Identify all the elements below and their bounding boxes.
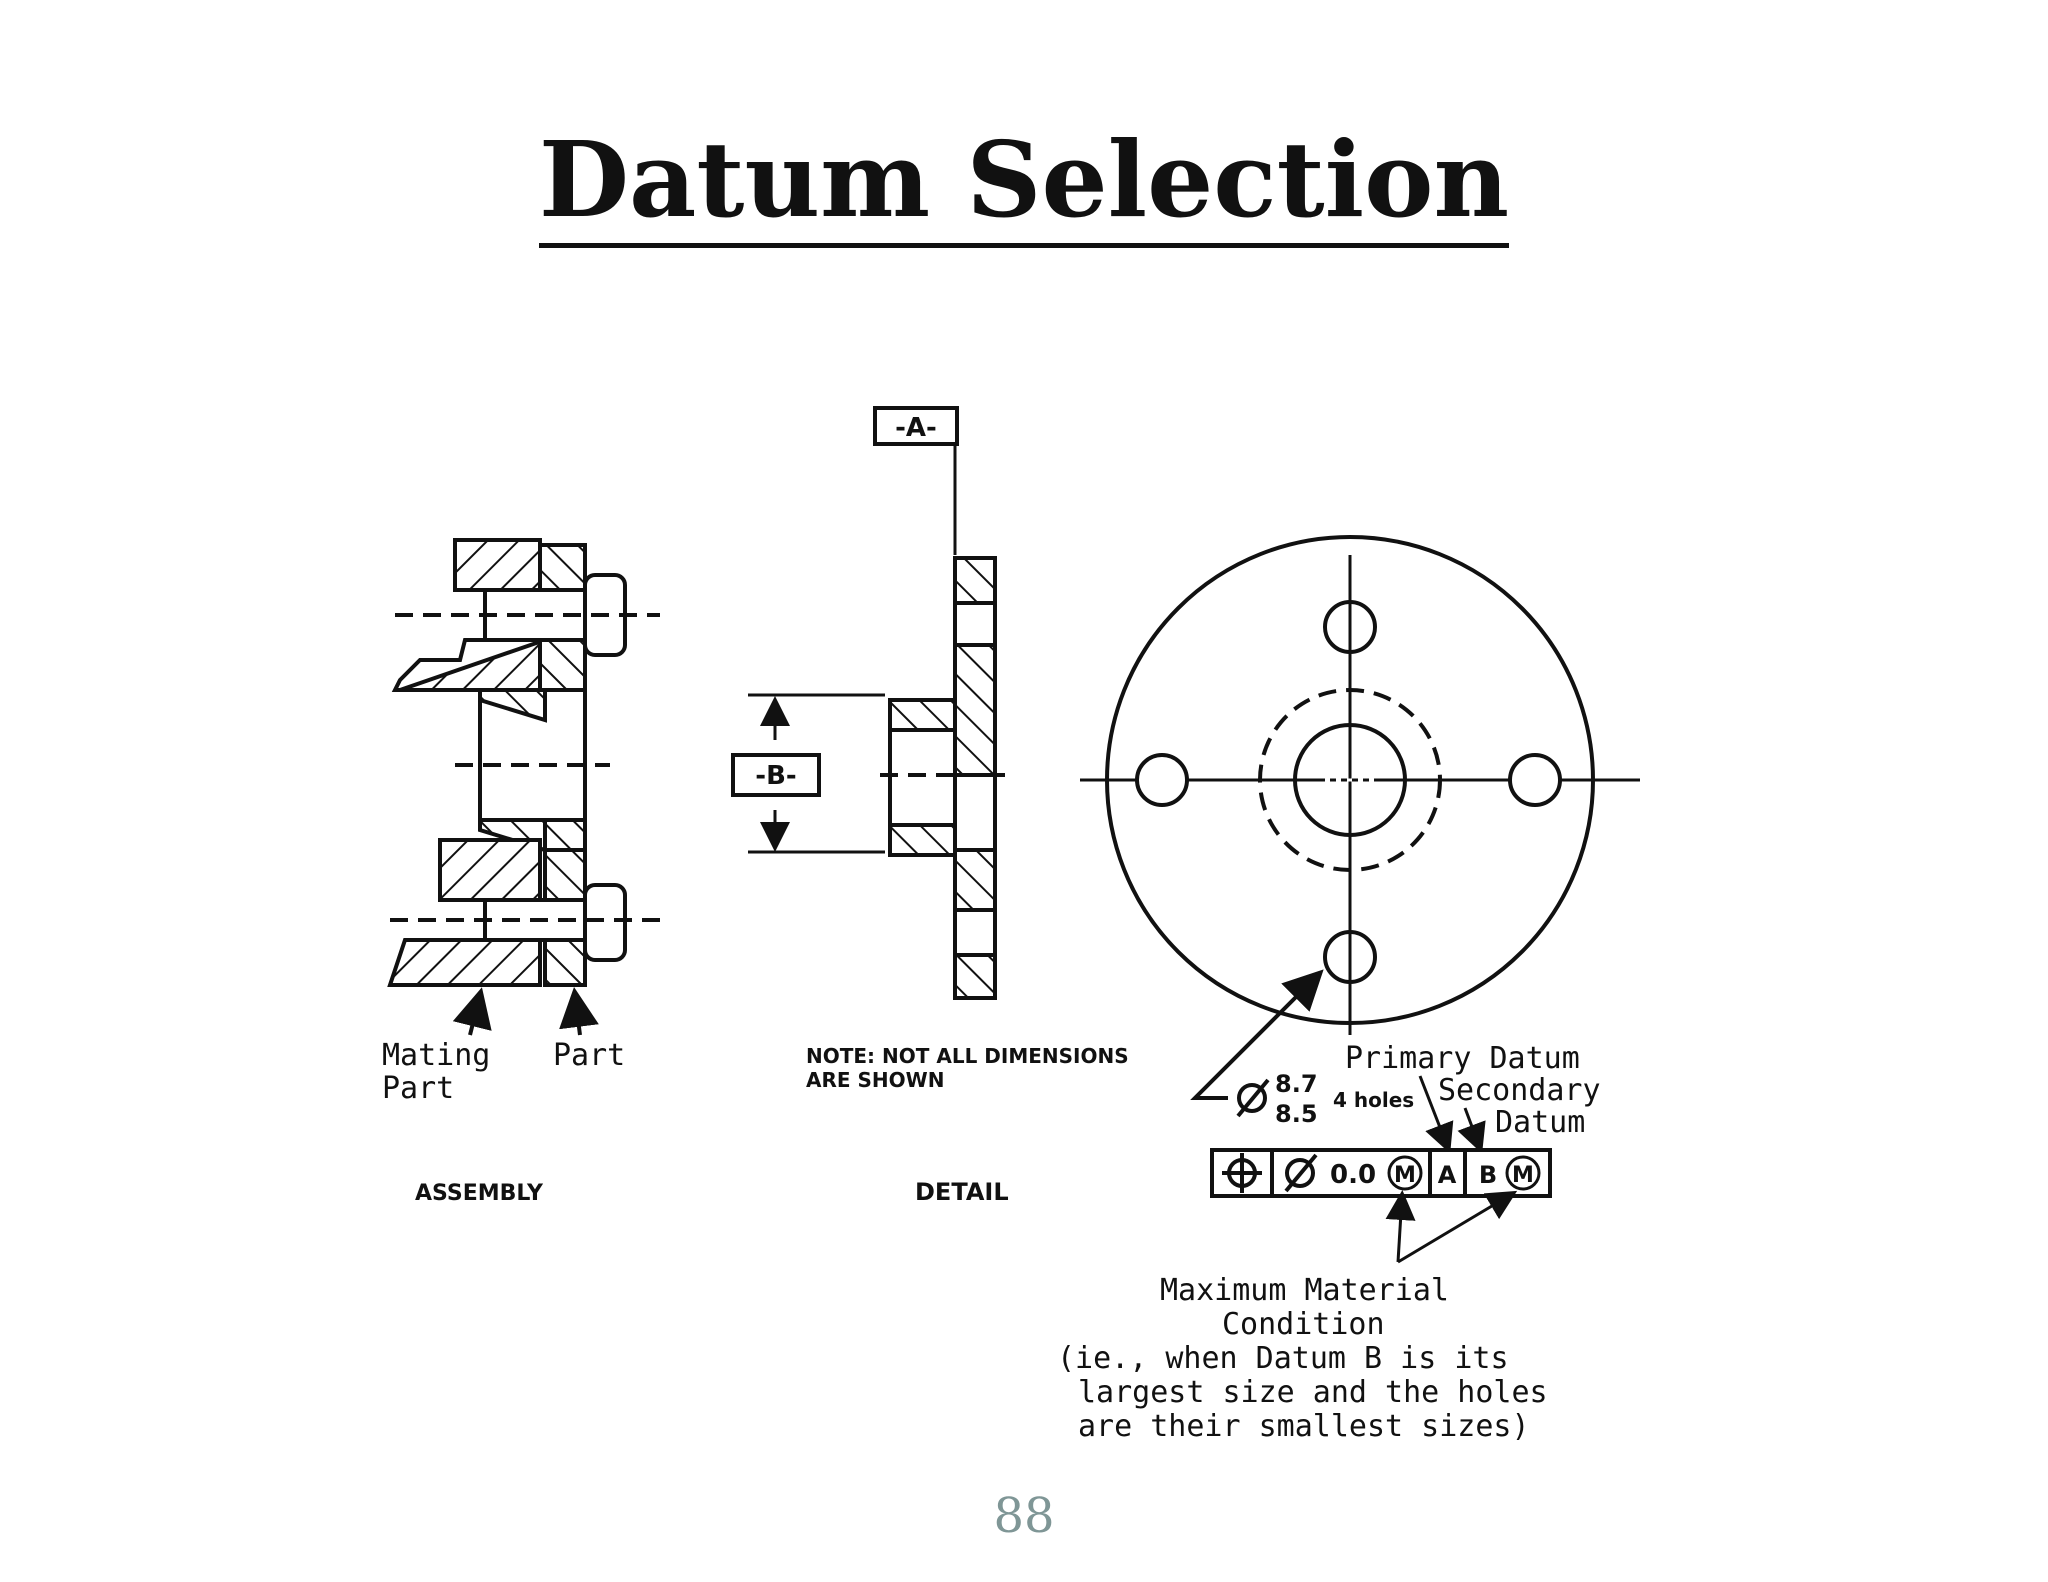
bolt-hole-left [1135,753,1189,807]
hole-count: 4 holes [1333,1088,1414,1112]
mmc-note-1: (ie., when Datum B is its [1057,1341,1509,1376]
mmc-note-3: are their smallest sizes) [1078,1409,1530,1444]
note-label-2: ARE SHOWN [806,1068,944,1092]
mmc-note-2: largest size and the holes [1078,1375,1548,1410]
fcf-datum-a: A [1438,1161,1457,1189]
front-view: 8.7 8.5 4 holes Primary Datum Secondary … [1057,535,1640,1444]
page-number: 88 [993,1488,1055,1544]
flange-plate [953,556,997,1000]
mating-part-label: Mating [382,1038,490,1073]
secondary-datum-label-2: Datum [1495,1105,1585,1140]
datum-b-box [731,753,821,797]
datum-a-box [873,406,959,446]
position-icon [1222,1153,1262,1193]
bolt-hole-right [1508,753,1562,807]
mating-part-lower [438,838,542,902]
part-label: Part [553,1038,625,1073]
tolerance-value: 0.0 [1330,1160,1376,1190]
mmc-label: Maximum Material [1160,1273,1449,1308]
diameter-icon [1236,1078,1270,1118]
mmc-symbol: M [1394,1163,1416,1188]
assembly-view: Mating Part Part ASSEMBLY [382,538,660,1206]
diameter-icon [1284,1153,1318,1193]
feature-control-frame: 0.0 M A B M [1210,1148,1552,1198]
hole-dia-lower: 8.5 [1275,1100,1318,1128]
mating-part-label-2: Part [382,1071,454,1106]
page-title: Datum Selection [0,118,2048,248]
mmc-symbol-2: M [1512,1163,1534,1188]
secondary-datum-label: Secondary [1438,1073,1601,1108]
primary-datum-label: Primary Datum [1345,1041,1580,1076]
datum-a-label: -A- [895,413,937,443]
detail-label: DETAIL [915,1178,1009,1206]
note-label: NOTE: NOT ALL DIMENSIONS [806,1044,1129,1068]
hole-dia-upper: 8.7 [1275,1070,1318,1098]
datum-b-label: -B- [755,761,796,791]
fcf-datum-b: B [1479,1161,1497,1189]
assembly-label: ASSEMBLY [415,1181,544,1206]
detail-view: -A- -B- NOTE: NOT ALL DIMENSIONS ARE SHO… [731,406,1129,1206]
mmc-label-2: Condition [1222,1307,1385,1342]
